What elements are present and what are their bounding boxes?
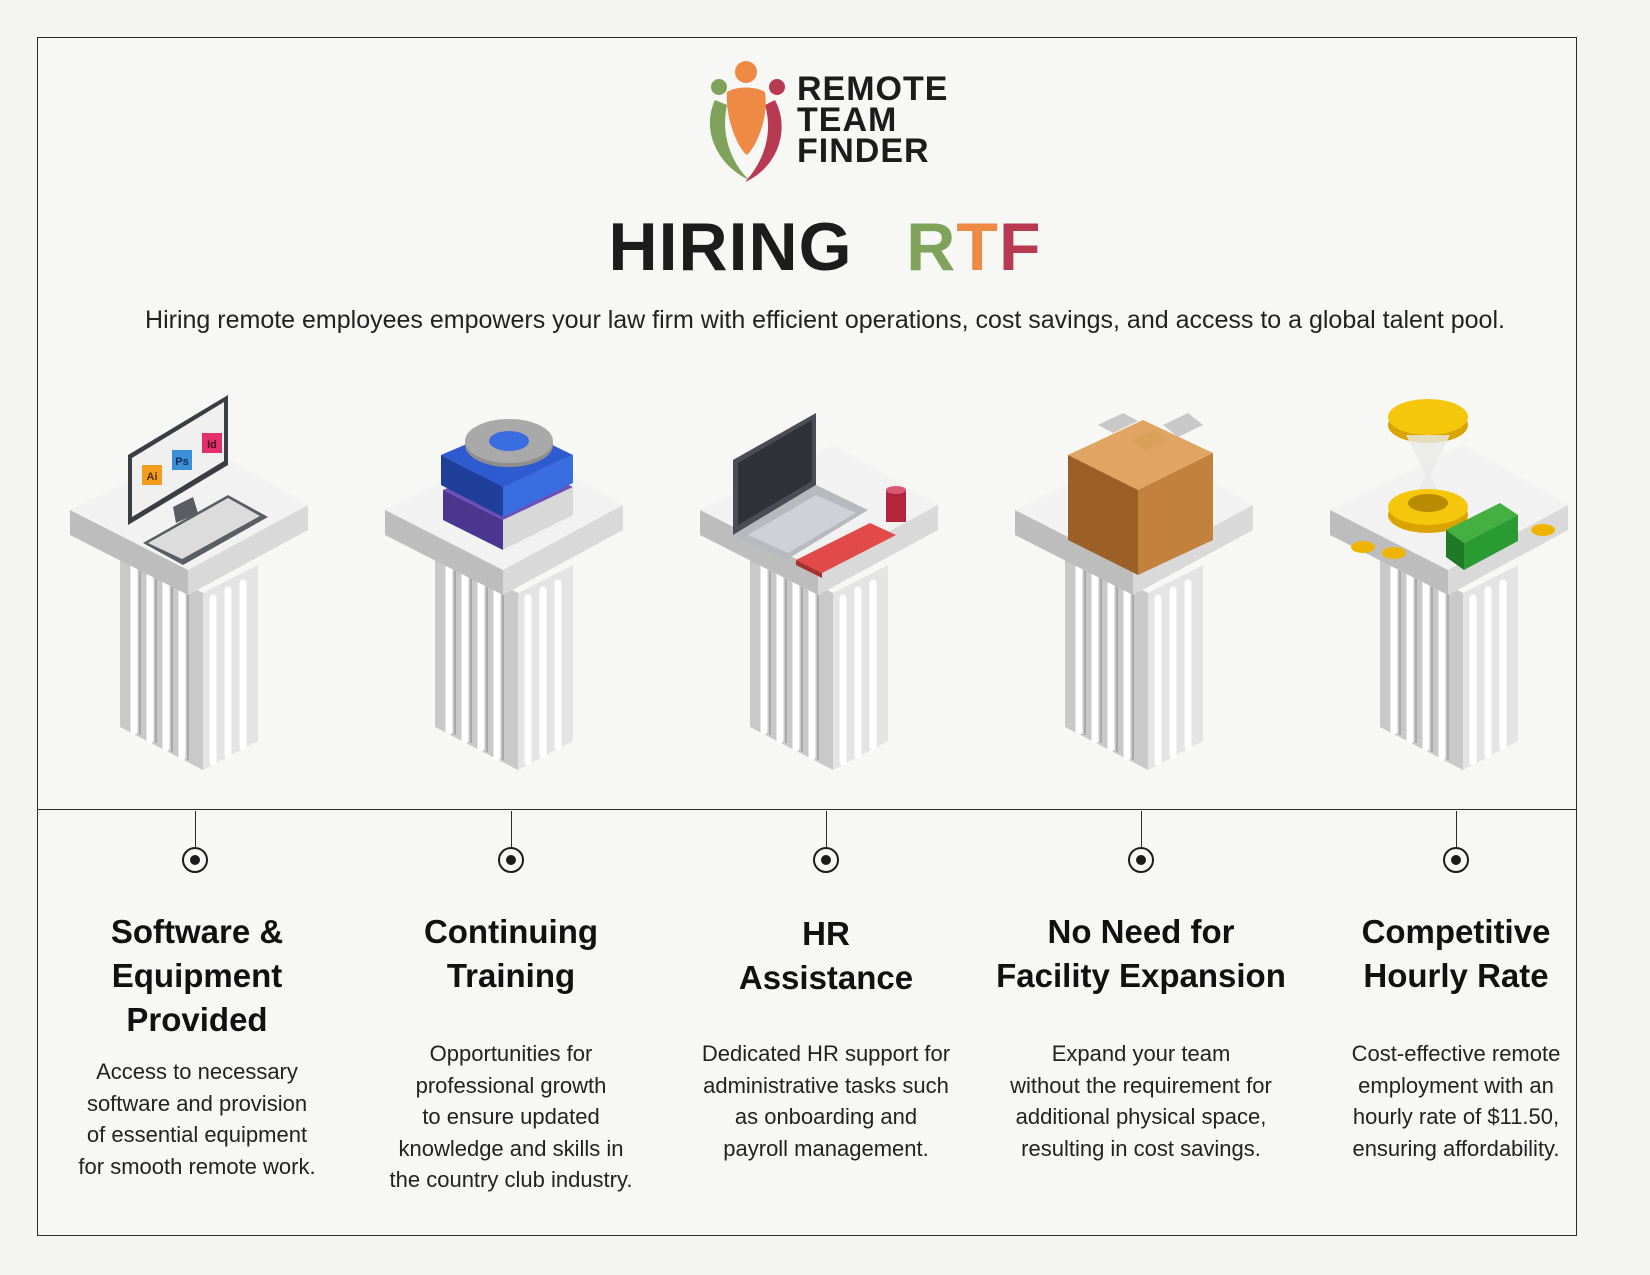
- timeline-dot-icon: [813, 847, 839, 873]
- timeline-connector: [1456, 811, 1457, 858]
- timeline-connector: [1141, 811, 1142, 858]
- books-gear-icon: [441, 419, 573, 550]
- timeline-dot-icon: [182, 847, 208, 873]
- pedestal-rate: [1328, 399, 1598, 775]
- app-icon-id: Id: [207, 439, 217, 451]
- feature-title: Continuing Training: [366, 910, 656, 998]
- feature-desc-line: hourly rate of $11.50,: [1352, 1104, 1560, 1129]
- feature-desc-line: the country club industry.: [389, 1167, 633, 1192]
- title-word-hiring: HIRING: [608, 209, 853, 285]
- timeline-connector: [511, 811, 512, 858]
- feature-desc-line: Dedicated HR support for: [701, 1041, 951, 1066]
- timeline-connector: [826, 811, 827, 858]
- feature-title: HR Assistance: [681, 910, 971, 1000]
- feature-desc-line: for smooth remote work.: [78, 1153, 316, 1179]
- hourglass-money-icon: [1351, 399, 1555, 570]
- feature-desc-line: to ensure updated: [422, 1104, 600, 1129]
- feature-desc-line: resulting in cost savings.: [1021, 1135, 1261, 1161]
- feature-desc-line: Access to necessary: [96, 1059, 298, 1084]
- feature-desc-line: knowledge and skills in: [398, 1135, 624, 1161]
- feature-hr-assistance: HR Assistance Dedicated HR support for a…: [681, 910, 971, 1164]
- feature-title-line: Provided: [126, 1001, 268, 1038]
- feature-software-equipment: Software & Equipment Provided Access to …: [52, 910, 342, 1182]
- laptop-icon: [733, 413, 906, 578]
- feature-title-line: Competitive: [1361, 913, 1551, 950]
- feature-desc-line: payroll management.: [723, 1135, 929, 1161]
- feature-title-line: Software &: [110, 913, 284, 950]
- feature-title: No Need for Facility Expansion: [976, 910, 1306, 998]
- title-letter-r: R: [906, 209, 957, 285]
- feature-description: Dedicated HR support for administrative …: [681, 1038, 971, 1164]
- feature-title-line: Equipment: [111, 957, 283, 994]
- feature-title: Software & Equipment Provided: [52, 910, 342, 1042]
- logo-text-line-3: FINDER: [797, 132, 930, 170]
- feature-desc-line: Opportunities for: [429, 1041, 593, 1066]
- feature-description: Expand your team without the requirement…: [976, 1038, 1306, 1164]
- computer-monitor-icon: [128, 395, 268, 565]
- title-letter-t: T: [956, 209, 999, 285]
- feature-desc-line: Expand your team: [1051, 1041, 1231, 1066]
- app-icon-ps: Ps: [175, 456, 188, 468]
- timeline-connector: [195, 811, 196, 858]
- timeline-dot-icon: [1128, 847, 1154, 873]
- timeline-dot-icon: [1443, 847, 1469, 873]
- pedestal-training: [383, 419, 653, 775]
- feature-desc-line: without the requirement for: [1010, 1072, 1272, 1098]
- feature-description: Opportunities for professional growth to…: [366, 1038, 656, 1196]
- pedestal-facility: [1013, 413, 1283, 775]
- pedestal-hr: [698, 413, 968, 775]
- logo-text-line-2: TEAM: [797, 101, 898, 139]
- feature-desc-line: as onboarding and: [734, 1104, 918, 1129]
- pedestal-computer: Ai Ps Id: [68, 395, 338, 775]
- section-divider: [37, 809, 1577, 810]
- cardboard-box-icon: [1068, 413, 1213, 575]
- logo-text-line-1: REMOTE: [797, 70, 949, 108]
- logo-people-icon: [709, 61, 785, 182]
- feature-desc-line: of essential equipment: [86, 1122, 308, 1147]
- feature-title-line: Hourly Rate: [1363, 957, 1549, 994]
- feature-title-line: Training: [446, 957, 576, 994]
- feature-hourly-rate: Competitive Hourly Rate Cost-effective r…: [1311, 910, 1601, 1164]
- timeline-dot-icon: [498, 847, 524, 873]
- feature-title-line: Facility Expansion: [996, 957, 1286, 994]
- feature-title-line: Continuing: [423, 913, 599, 950]
- feature-desc-line: administrative tasks such: [703, 1072, 949, 1098]
- feature-desc-line: software and provision: [86, 1090, 308, 1116]
- feature-title: Competitive Hourly Rate: [1311, 910, 1601, 998]
- feature-title-line: No Need for: [1047, 913, 1235, 950]
- feature-title-line: HR: [802, 915, 850, 952]
- feature-desc-line: employment with an: [1358, 1072, 1554, 1098]
- feature-desc-line: additional physical space,: [1015, 1104, 1267, 1129]
- brand-logo: REMOTE TEAM FINDER: [705, 60, 949, 185]
- feature-desc-line: Cost-effective remote: [1351, 1041, 1561, 1066]
- page-title: HIRING RTF: [0, 208, 1650, 286]
- feature-continuing-training: Continuing Training Opportunities for pr…: [366, 910, 656, 1196]
- app-icon-ai: Ai: [147, 471, 158, 483]
- feature-desc-line: ensuring affordability.: [1352, 1135, 1560, 1161]
- feature-description: Access to necessary software and provisi…: [52, 1056, 342, 1182]
- feature-facility-expansion: No Need for Facility Expansion Expand yo…: [976, 910, 1306, 1164]
- page-subtitle: Hiring remote employees empowers your la…: [145, 306, 1505, 334]
- title-letter-f: F: [998, 209, 1042, 285]
- feature-desc-line: professional growth: [415, 1072, 607, 1098]
- feature-title-line: Assistance: [738, 959, 914, 996]
- feature-description: Cost-effective remote employment with an…: [1311, 1038, 1601, 1164]
